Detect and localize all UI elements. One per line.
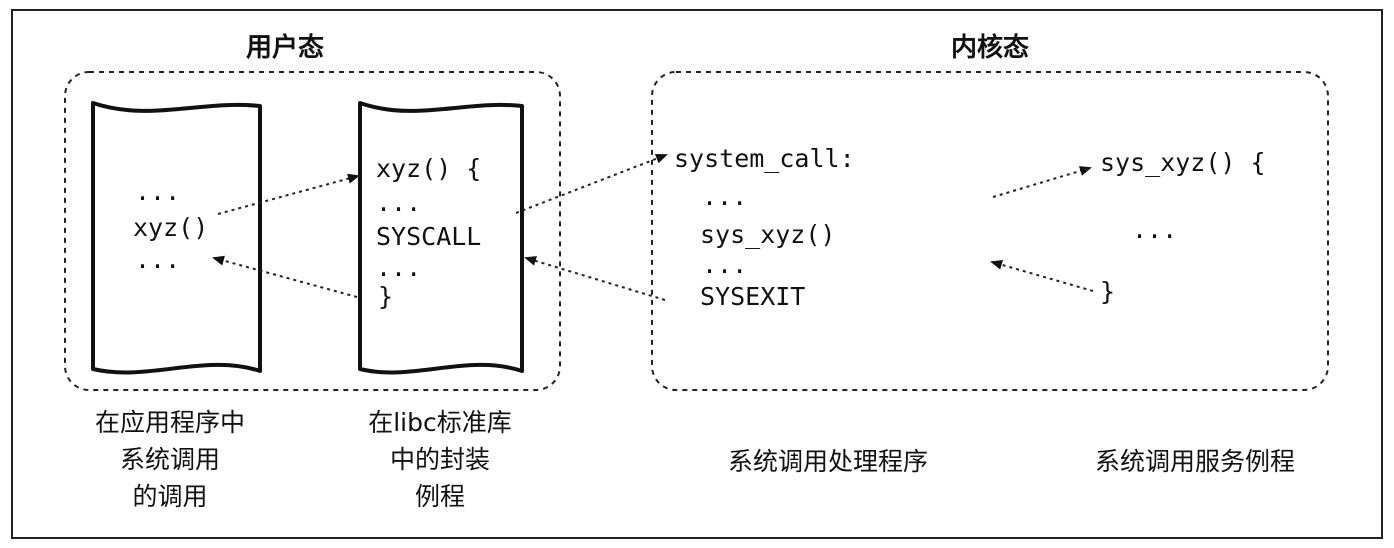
libc-caption-line: 中的封装	[390, 445, 490, 474]
libc-code-line: SYSCALL	[376, 222, 481, 251]
outer-frame	[11, 9, 1383, 539]
libc-wrapper-document	[358, 101, 524, 375]
app-program-document	[91, 101, 262, 375]
user-mode-title: 用户态	[246, 32, 324, 63]
handler-code-line: system_call:	[674, 144, 855, 173]
return-arrow-service-to-handler	[990, 259, 1094, 292]
kernel-mode-title: 内核态	[951, 32, 1029, 63]
trap-arrow-libc-to-handler	[515, 153, 668, 214]
handler-code-line: ...	[702, 182, 747, 211]
handler-code-line: SYSEXIT	[700, 282, 805, 311]
service-code-line: }	[1100, 277, 1115, 306]
service-code-line: ...	[1132, 215, 1177, 244]
libc-code-line: ...	[376, 253, 421, 282]
app-caption-line: 在应用程序中	[95, 408, 245, 437]
app-code-line: ...	[135, 177, 180, 206]
libc-code-line: ...	[376, 188, 421, 217]
libc-caption-line: 在libc标准库	[368, 408, 512, 437]
app-code-call: xyz()	[133, 213, 208, 242]
service-caption: 系统调用服务例程	[1095, 447, 1295, 476]
app-caption-line: 系统调用	[120, 445, 220, 474]
user-mode-box	[64, 71, 561, 391]
exit-arrow-handler-to-libc	[524, 256, 666, 301]
service-code-line: sys_xyz() {	[1100, 148, 1266, 177]
libc-code-line: }	[378, 282, 393, 311]
handler-code-line: ...	[702, 250, 747, 279]
call-arrow-handler-to-service	[992, 166, 1092, 198]
app-caption-line: 的调用	[132, 482, 207, 511]
app-code-line: ...	[135, 245, 180, 274]
libc-code-line: xyz() {	[376, 154, 481, 183]
libc-caption-line: 例程	[415, 482, 465, 511]
handler-code-line: sys_xyz()	[700, 220, 835, 249]
handler-caption: 系统调用处理程序	[728, 447, 928, 476]
kernel-mode-box	[651, 71, 1329, 391]
call-arrow-app-to-libc	[217, 173, 360, 215]
